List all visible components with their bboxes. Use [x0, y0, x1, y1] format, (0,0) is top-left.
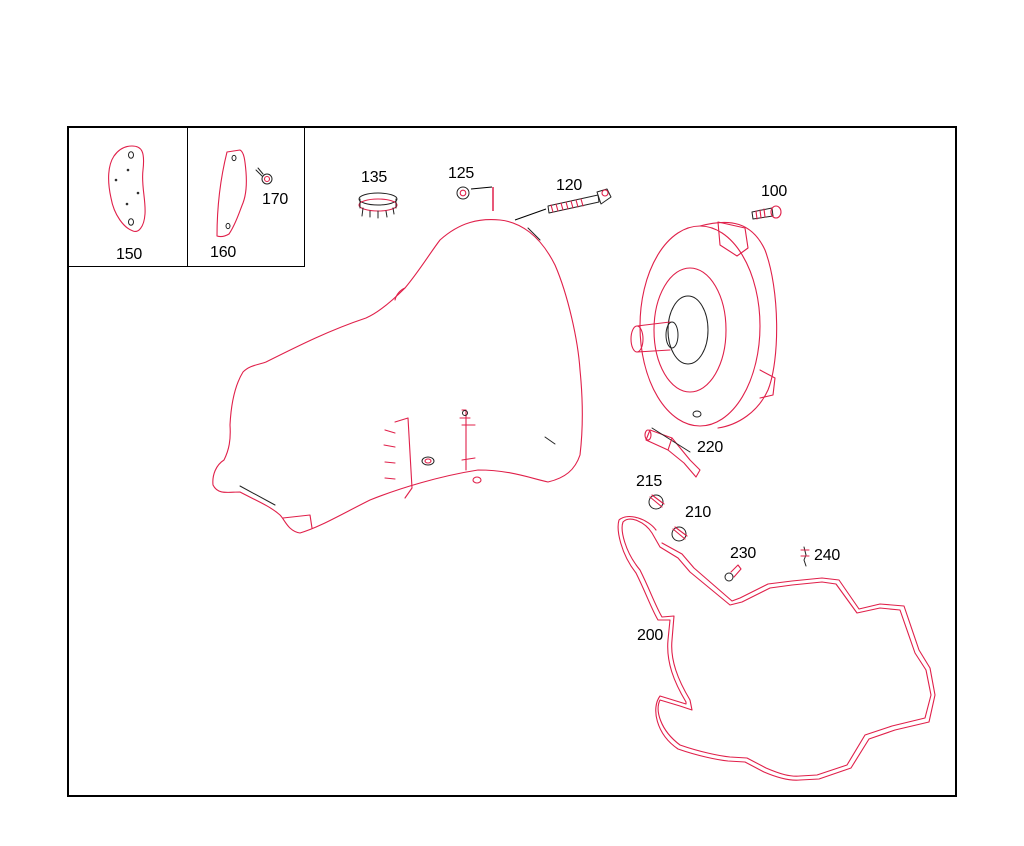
part-torque-converter-icon[interactable] — [630, 221, 778, 429]
callout-170[interactable]: 170 — [262, 191, 289, 208]
callout-160[interactable]: 160 — [210, 244, 237, 261]
part-160-bracket-plate-icon[interactable] — [216, 149, 247, 238]
callout-120[interactable]: 120 — [556, 177, 583, 194]
part-transmission-housing-icon[interactable] — [212, 219, 583, 534]
callout-100[interactable]: 100 — [761, 183, 788, 200]
callout-210[interactable]: 210 — [685, 504, 712, 521]
diagram-frame — [67, 126, 957, 797]
part-200-oil-cooler-line-icon[interactable] — [617, 516, 936, 781]
callout-200[interactable]: 200 — [637, 627, 664, 644]
part-210-hose-clamp-icon[interactable] — [671, 526, 688, 542]
inset-box-150 — [69, 126, 188, 267]
part-150-cover-plate-icon[interactable] — [108, 145, 146, 232]
part-135-retaining-ring-icon[interactable] — [358, 192, 398, 219]
part-170-screw-icon[interactable] — [255, 167, 273, 185]
part-230-fitting-icon[interactable] — [724, 564, 742, 582]
part-100-bolt-icon[interactable] — [751, 205, 782, 220]
callout-220[interactable]: 220 — [697, 439, 724, 456]
callout-135[interactable]: 135 — [361, 169, 388, 186]
part-125-nut-icon[interactable] — [456, 186, 470, 200]
part-120-long-bolt-icon[interactable] — [547, 188, 612, 214]
callout-240[interactable]: 240 — [814, 547, 841, 564]
part-215-hose-clamp-icon[interactable] — [648, 494, 665, 510]
inset-box-160 — [187, 126, 305, 267]
callout-215[interactable]: 215 — [636, 473, 663, 490]
callout-125[interactable]: 125 — [448, 165, 475, 182]
callout-230[interactable]: 230 — [730, 545, 757, 562]
part-240-clip-icon[interactable] — [800, 546, 810, 567]
part-220-hose-icon[interactable] — [644, 427, 701, 478]
callout-150[interactable]: 150 — [116, 246, 143, 263]
